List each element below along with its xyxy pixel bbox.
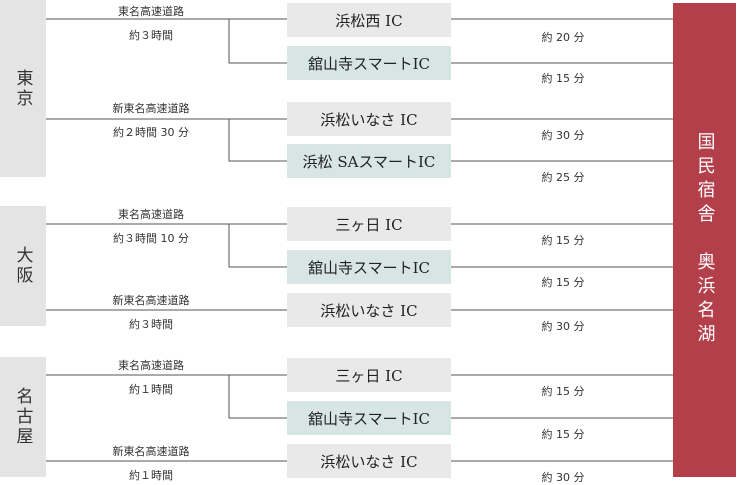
city-osaka-label: 大阪 [12,246,33,286]
ic-box: 浜松いなさ IC [287,293,451,327]
travel-time: 約３時間 [129,318,173,331]
destination-label: 国民宿舎 奥浜名湖 [694,132,716,348]
city-tokyo-label: 東京 [12,68,33,109]
ic-duration: 約 15 分 [541,234,585,247]
ic-box: 浜松いなさ IC [287,102,451,136]
ic-duration: 約 30 分 [541,129,585,142]
ic-duration: 約 30 分 [541,471,585,484]
travel-time: 約１時間 [129,383,173,396]
city-tokyo: 東京 [0,0,46,177]
road-label: 東名高速道路 [118,208,184,221]
ic-duration: 約 30 分 [541,320,585,333]
destination-box: 国民宿舎 奥浜名湖 [673,3,736,477]
ic-box: 三ヶ日 IC [287,207,451,241]
ic-duration: 約 25 分 [541,171,585,184]
travel-time: 約２時間 30 分 [113,126,189,139]
travel-time: 約３時間 10 分 [113,232,189,245]
smart-ic-box: 舘山寺スマートIC [287,46,451,80]
smart-ic-box: 舘山寺スマートIC [287,401,451,435]
travel-time: 約１時間 [129,469,173,482]
road-label: 新東名高速道路 [112,294,190,307]
ic-duration: 約 15 分 [541,385,585,398]
road-label: 新東名高速道路 [112,102,190,115]
ic-duration: 約 15 分 [541,428,585,441]
smart-ic-box: 浜松 SAスマートIC [287,144,451,178]
ic-box: 浜松いなさ IC [287,444,451,478]
smart-ic-box: 舘山寺スマートIC [287,250,451,284]
ic-duration: 約 20 分 [541,31,585,44]
travel-time: 約３時間 [129,29,173,42]
road-label: 新東名高速道路 [112,445,190,458]
city-osaka: 大阪 [0,206,46,326]
ic-duration: 約 15 分 [541,72,585,85]
road-label: 東名高速道路 [118,5,184,18]
city-nagoya: 名古屋 [0,357,46,477]
city-nagoya-label: 名古屋 [12,387,33,447]
ic-duration: 約 15 分 [541,276,585,289]
road-label: 東名高速道路 [118,359,184,372]
ic-box: 浜松西 IC [287,3,451,37]
ic-box: 三ヶ日 IC [287,358,451,392]
